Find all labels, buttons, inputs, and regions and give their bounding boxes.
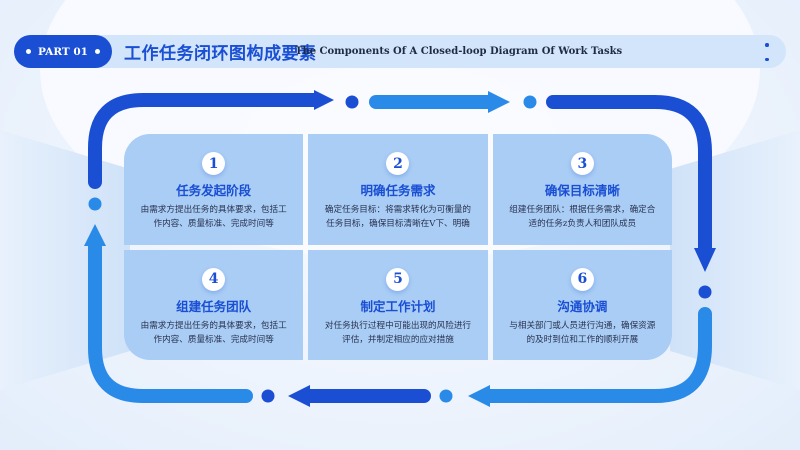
arrow-icon: [314, 90, 334, 110]
step-number-badge: 5: [386, 267, 410, 291]
step-card: 5 制定工作计划 对任务执行过程中可能出现的风险进行评估，并制定相应的应对措施: [308, 249, 488, 360]
step-title: 确保目标清晰: [544, 183, 620, 198]
loop-dot: [88, 197, 102, 211]
steps-grid: 1 任务发起阶段 由需求方提出任务的具体要求，包括工作内容、质量标准、完成时间等…: [124, 134, 672, 360]
loop-dot: [261, 389, 275, 403]
loop-segment-bottom-right: [479, 307, 712, 403]
loop-dot: [523, 95, 537, 109]
step-card: 4 组建任务团队 由需求方提出任务的具体要求，包括工作内容、质量标准、完成时间等: [124, 249, 304, 360]
step-description: 由需求方提出任务的具体要求，包括工作内容、质量标准、完成时间等: [140, 320, 287, 345]
step-description: 确定任务目标：将需求转化为可衡量的任务目标，确保目标清晰在V下、明确: [324, 205, 472, 229]
background-wing-right: [670, 130, 800, 390]
loop-dot: [698, 285, 712, 299]
step-description: 对任务执行过程中可能出现的风险进行评估，并制定相应的应对措施: [324, 320, 472, 345]
arrow-icon: [288, 385, 310, 407]
step-title: 沟通协调: [557, 298, 608, 314]
step-number-badge: 6: [570, 267, 594, 291]
step-title: 明确任务需求: [360, 183, 436, 198]
header-bar: [14, 35, 786, 68]
step-number-badge: 3: [570, 152, 594, 175]
step-card: 1 任务发起阶段 由需求方提出任务的具体要求，包括工作内容、质量标准、完成时间等: [124, 134, 304, 245]
step-card: 2 明确任务需求 确定任务目标：将需求转化为可衡量的任务目标，确保目标清晰在V下…: [308, 134, 488, 245]
background-wing-left: [0, 130, 130, 390]
step-title: 制定工作计划: [360, 298, 436, 314]
arrow-icon: [488, 91, 510, 113]
step-description: 组建任务团队：根据任务需求，确定合适的任务z负责人和团队成员: [509, 205, 656, 229]
dot-icon: [94, 49, 100, 54]
loop-segment-top-left: [88, 93, 325, 189]
loop-segment-top-right: [546, 95, 712, 257]
loop-segment-bottom-left: [88, 237, 253, 403]
arrow-icon: [468, 385, 490, 407]
part-badge: PART 01: [14, 35, 112, 68]
step-number-badge: 1: [202, 152, 226, 175]
step-number-badge: 2: [386, 152, 410, 175]
step-description: 与相关部门或人员进行沟通，确保资源的及时到位和工作的顺利开展: [509, 320, 656, 345]
loop-dot: [439, 389, 453, 403]
page-subtitle: The Components Of A Closed-loop Diagram …: [295, 46, 623, 57]
loop-dot: [345, 95, 359, 109]
dot-icon: [26, 49, 32, 54]
step-card: 3 确保目标清晰 组建任务团队：根据任务需求，确定合适的任务z负责人和团队成员: [492, 134, 672, 245]
part-label: PART 01: [38, 45, 88, 58]
page-title: 工作任务闭环图构成要素: [124, 44, 317, 64]
vertical-dots-icon[interactable]: [763, 43, 771, 61]
step-title: 任务发起阶段: [176, 183, 252, 198]
arrow-icon: [694, 248, 716, 272]
step-title: 组建任务团队: [176, 298, 252, 314]
step-card: 6 沟通协调 与相关部门或人员进行沟通，确保资源的及时到位和工作的顺利开展: [492, 249, 672, 360]
step-number-badge: 4: [202, 267, 226, 291]
step-description: 由需求方提出任务的具体要求，包括工作内容、质量标准、完成时间等: [140, 205, 287, 229]
arrow-icon: [84, 224, 106, 246]
